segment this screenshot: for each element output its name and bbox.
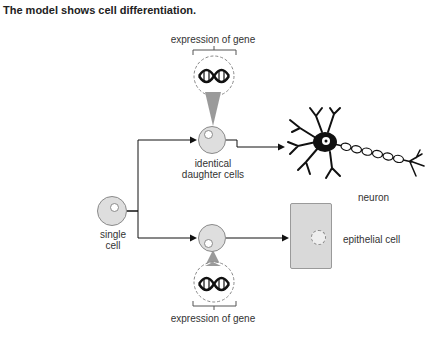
epithelial-cell: epithelial cell [290, 203, 332, 269]
nucleus [311, 230, 326, 245]
dna-helix [199, 278, 229, 290]
dna-helix [199, 70, 229, 82]
gene-circle [194, 56, 234, 96]
nucleus [110, 203, 119, 212]
neuron-drawing [286, 106, 426, 188]
daughter-cell: expression of geneidentical daughter cel… [198, 126, 226, 154]
cell-label: neuron [358, 192, 389, 203]
arrow-connector [127, 211, 197, 242]
daughter-cell: expression of gene [198, 224, 226, 252]
nucleus [204, 130, 213, 139]
expression-pointer [205, 92, 221, 126]
neuron-cell: neuron [286, 106, 426, 188]
gene-circle [194, 262, 234, 302]
cell-label: identical daughter cells [177, 158, 249, 180]
arrow-connector [226, 235, 289, 242]
cell-label: epithelial cell [343, 234, 400, 245]
arrow-connector [226, 140, 285, 151]
bracket [193, 301, 236, 310]
title: The model shows cell differentiation. [3, 4, 196, 16]
single-cell: single cell [97, 196, 127, 226]
cell-label: expression of gene [163, 313, 263, 324]
cell-label: single cell [96, 229, 130, 251]
cell-label: expression of gene [163, 34, 263, 45]
nucleus [204, 239, 213, 248]
bracket [193, 46, 236, 55]
